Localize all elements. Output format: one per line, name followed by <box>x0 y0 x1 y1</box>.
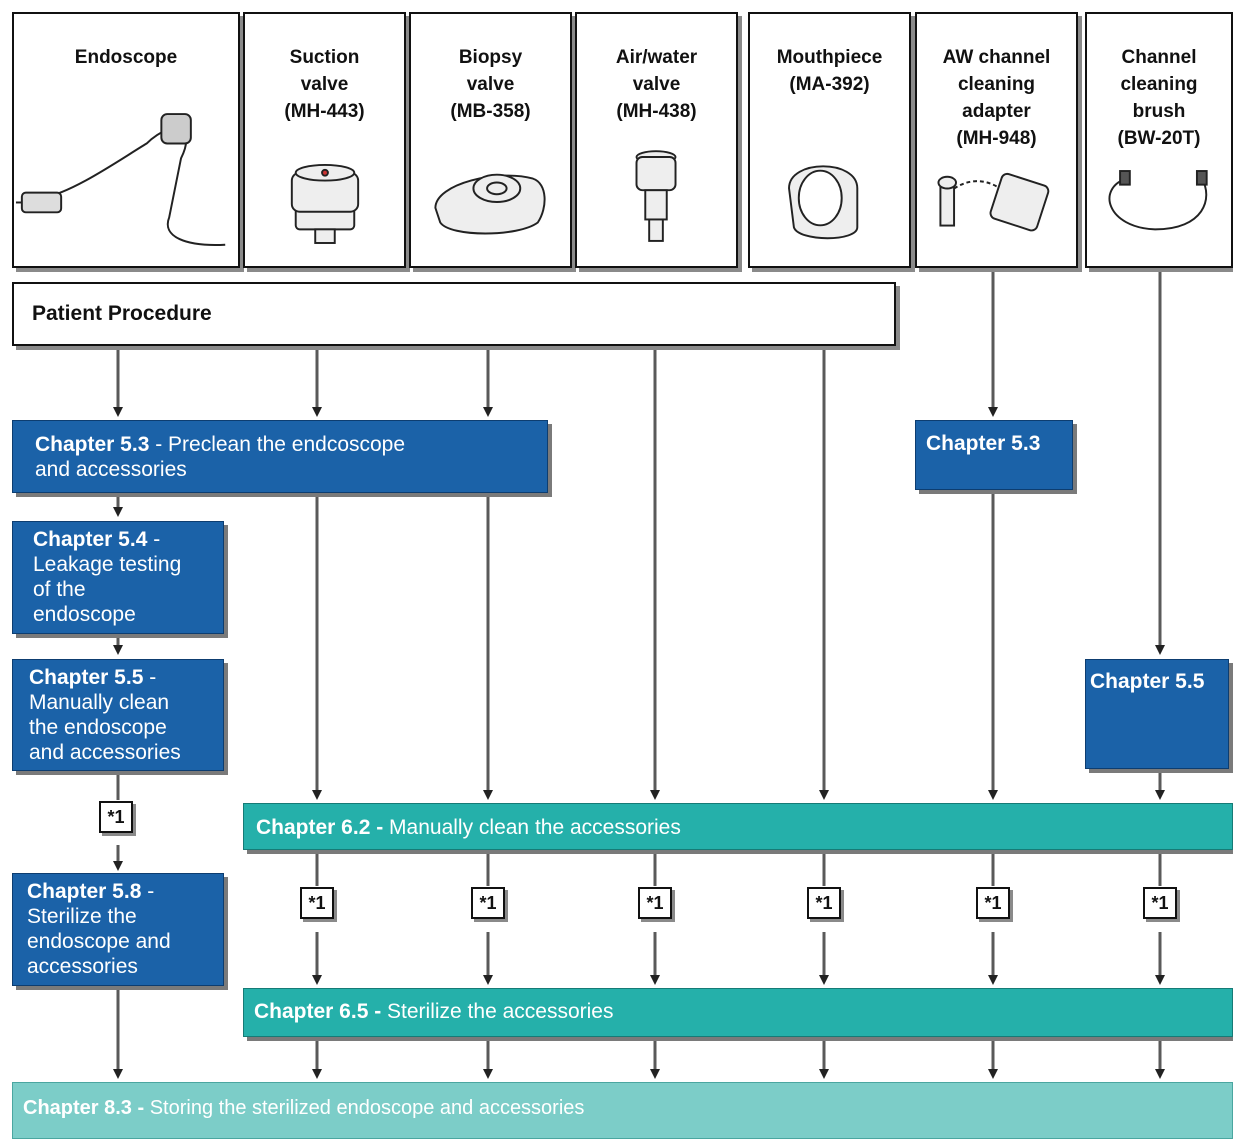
chapter-label: Chapter 6.2 - <box>256 816 384 839</box>
column-cleaning-brush: Channel cleaning brush (BW-20T) <box>1085 12 1233 268</box>
patient-procedure: Patient Procedure <box>12 282 896 346</box>
footnote-marker: *1 <box>976 887 1010 919</box>
step-text: - Manually clean the endoscope and acces… <box>29 666 181 764</box>
column-title: Air/water valve (MH-438) <box>615 47 698 122</box>
step-text: Sterilize the accessories <box>381 1000 614 1023</box>
chapter-label: Chapter 5.5 <box>1090 670 1205 693</box>
step-sterilize-accessories: Chapter 6.5 - Sterilize the accessories <box>243 988 1233 1037</box>
column-suction-valve: Suction valve (MH-443) <box>243 12 406 268</box>
air-water-valve-icon <box>635 150 677 242</box>
column-endoscope: Endoscope <box>12 12 240 268</box>
column-cleaning-adapter: AW channel cleaning adapter (MH-948) <box>915 12 1078 268</box>
footnote-marker: *1 <box>99 801 133 833</box>
column-title: Endoscope <box>74 47 178 68</box>
chapter-label: Chapter 5.3 <box>35 433 150 456</box>
chapter-label: Chapter 5.3 <box>926 432 1041 455</box>
step-text: Manually clean the accessories <box>383 816 681 839</box>
step-leakage: Chapter 5.4 - Leakage testing of the end… <box>12 521 224 634</box>
column-title: Channel cleaning brush (BW-20T) <box>1117 47 1201 149</box>
cleaning-brush-icon <box>1108 170 1208 231</box>
footnote-marker: *1 <box>300 887 334 919</box>
column-title: AW channel cleaning adapter (MH-948) <box>942 47 1051 149</box>
step-manual-clean-brush: Chapter 5.5 <box>1085 659 1229 769</box>
chapter-label: Chapter 8.3 - <box>23 1097 145 1119</box>
step-storing: Chapter 8.3 - Storing the sterilized end… <box>12 1082 1233 1139</box>
mouthpiece-icon <box>788 165 859 240</box>
chapter-label: Chapter 5.5 <box>29 666 144 689</box>
footnote-marker: *1 <box>471 887 505 919</box>
column-title: Mouthpiece (MA-392) <box>776 47 883 95</box>
step-preclean-adapter: Chapter 5.3 <box>915 420 1073 490</box>
step-text: Storing the sterilized endoscope and acc… <box>144 1097 585 1119</box>
suction-valve-icon <box>290 163 360 244</box>
biopsy-valve-icon <box>434 173 546 235</box>
column-title: Biopsy valve (MB-358) <box>450 47 531 122</box>
chapter-label: Chapter 5.8 <box>27 880 142 903</box>
step-manual-clean-accessories: Chapter 6.2 - Manually clean the accesso… <box>243 803 1233 850</box>
step-manual-clean: Chapter 5.5 - Manually clean the endosco… <box>12 659 224 771</box>
column-title: Suction valve (MH-443) <box>284 47 365 122</box>
step-preclean: Chapter 5.3 - Preclean the endcoscope an… <box>12 420 548 493</box>
chapter-label: Chapter 5.4 <box>33 528 148 551</box>
cleaning-adapter-icon <box>937 172 1050 232</box>
endoscope-icon <box>15 113 226 246</box>
footnote-marker: *1 <box>638 887 672 919</box>
step-text: - Preclean the endcoscope and accessorie… <box>35 433 406 481</box>
column-mouthpiece: Mouthpiece (MA-392) <box>748 12 911 268</box>
step-text: - Sterilize the endoscope and accessorie… <box>27 880 171 978</box>
footnote-marker: *1 <box>807 887 841 919</box>
column-air-water-valve: Air/water valve (MH-438) <box>575 12 738 268</box>
footnote-marker: *1 <box>1143 887 1177 919</box>
chapter-label: Chapter 6.5 - <box>254 1000 382 1023</box>
column-biopsy-valve: Biopsy valve (MB-358) <box>409 12 572 268</box>
step-sterilize-endoscope: Chapter 5.8 - Sterilize the endoscope an… <box>12 873 224 986</box>
step-text: - Leakage testing of the endoscope <box>33 528 182 626</box>
